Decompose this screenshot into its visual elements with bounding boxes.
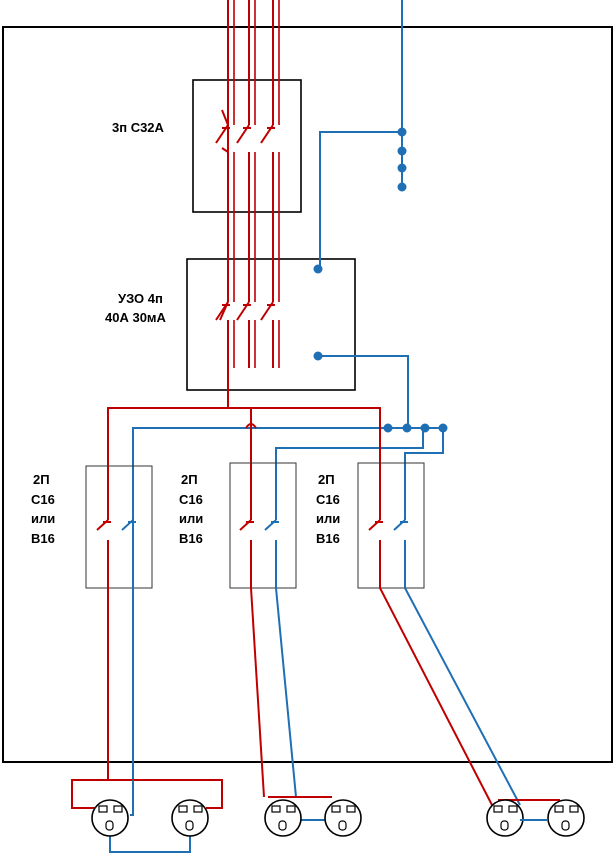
svg-text:В16: В16 [179,531,203,546]
branch-contacts [96,519,408,780]
svg-text:или: или [179,511,203,526]
svg-text:2П: 2П [318,472,335,487]
svg-text:или: или [316,511,340,526]
svg-text:или: или [31,511,55,526]
svg-text:2П: 2П [33,472,50,487]
panel-enclosure [2,26,613,763]
svg-text:С16: С16 [31,492,55,507]
branch-breaker-3-label: 2П С16 или В16 [316,472,340,546]
output-wiring [71,583,560,853]
main-breaker-box [192,79,302,213]
junction-dots [313,127,448,433]
branch-breaker-2-box [229,462,297,589]
neutral-lines [132,0,444,583]
rcd-label-line1: УЗО 4п [118,291,163,306]
phase-bus [107,407,381,520]
socket-outlet-icon [547,799,585,837]
main-breaker-label: 3п С32А [112,120,165,135]
svg-text:2П: 2П [181,472,198,487]
phase-lines [219,0,280,408]
branch-breaker-1-box [85,465,153,589]
svg-text:В16: В16 [316,531,340,546]
svg-text:С16: С16 [316,492,340,507]
branch-breaker-2-label: 2П С16 или В16 [179,472,203,546]
svg-text:С16: С16 [179,492,203,507]
svg-text:В16: В16 [31,531,55,546]
socket-outlet-icon [171,799,209,837]
socket-outlet-icon [264,799,302,837]
branch-breaker-1-label: 2П С16 или В16 [31,472,55,546]
branch-breaker-3-box [357,462,425,589]
socket-outlet-icon [91,799,129,837]
rcd-label-line2: 40А 30мА [105,310,167,325]
rcd-contacts [215,301,275,321]
main-breaker-contacts [215,124,275,144]
socket-outlet-icon [324,799,362,837]
socket-outlet-icon [486,799,524,837]
rcd-box [186,258,356,391]
